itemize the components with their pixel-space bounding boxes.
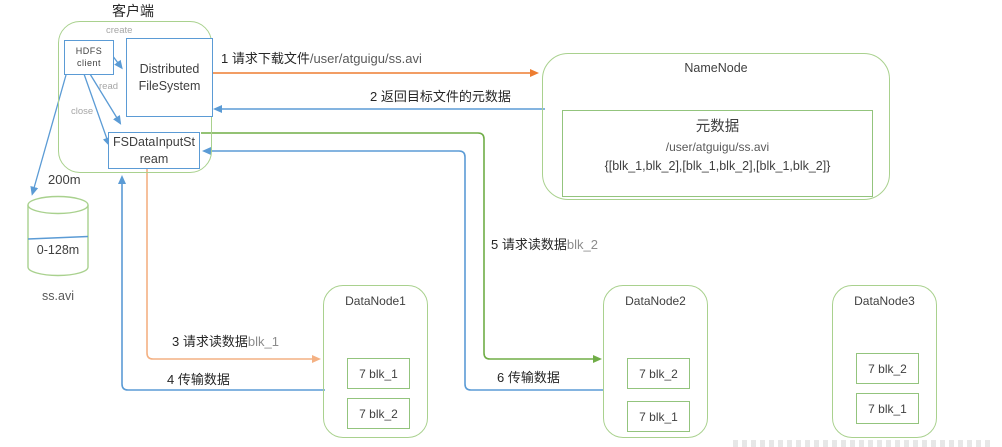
metadata-box: 元数据 /user/atguigu/ss.avi {[blk_1,blk_2],… <box>562 110 873 197</box>
datanode2-block-2: 7 blk_1 <box>627 401 690 432</box>
datanode2-container: DataNode2 7 blk_2 7 blk_1 <box>603 285 708 438</box>
datanode1-block-1: 7 blk_1 <box>347 358 410 389</box>
read-label: read <box>99 81 119 92</box>
distributed-filesystem-label: Distributed FileSystem <box>138 62 201 93</box>
metadata-title: 元数据 <box>695 119 740 135</box>
flow-label-2-zh: 2 返回目标文件的元数据 <box>370 89 511 104</box>
datanode1-title: DataNode1 <box>345 294 406 308</box>
flow-label-5-en: blk_2 <box>566 237 598 252</box>
file-size-label: 200m <box>48 172 81 187</box>
flow-label-3-zh: 3 请求读数据 <box>172 334 248 349</box>
arrow-to-local-file <box>30 74 67 196</box>
datanode3-container: DataNode3 7 blk_2 7 blk_1 <box>832 285 937 438</box>
flow-label-1: 1 请求下载文件/user/atguigu/ss.avi <box>221 48 422 67</box>
flow-label-1-en: /user/atguigu/ss.avi <box>309 51 422 66</box>
flow-label-1-zh: 1 请求下载文件 <box>221 51 310 66</box>
fsdatainputstream-label: FSDataInputStream <box>113 135 195 166</box>
arrow-5-read-blk2 <box>201 132 602 363</box>
arrow-read <box>89 73 122 125</box>
arrow-close <box>83 73 111 147</box>
datanode3-title: DataNode3 <box>854 294 915 308</box>
flow-label-3: 3 请求读数据blk_1 <box>172 331 279 350</box>
block-range-label: 0-128m <box>36 243 80 257</box>
metadata-block-list: {[blk_1,blk_2],[blk_1,blk_2],[blk_1,blk_… <box>604 159 831 173</box>
hdfs-client-box: HDFS client <box>64 40 114 75</box>
file-cylinder <box>27 195 89 277</box>
block-split-line <box>27 235 89 240</box>
hdfs-client-label-line1: HDFS <box>75 45 103 56</box>
arrow-6-transfer-data <box>202 147 604 391</box>
flow-label-4-zh: 4 传输数据 <box>167 372 230 387</box>
datanode3-block-2: 7 blk_1 <box>856 393 919 424</box>
flow-label-6-zh: 6 传输数据 <box>497 370 560 385</box>
datanode1-container: DataNode1 7 blk_1 7 blk_2 <box>323 285 428 438</box>
watermark <box>733 440 993 447</box>
distributed-filesystem-box: Distributed FileSystem <box>126 38 213 117</box>
fsdatainputstream-box: FSDataInputStream <box>108 132 200 169</box>
datanode3-block-1: 7 blk_2 <box>856 353 919 384</box>
create-label: create <box>106 25 133 36</box>
arrow-3-read-blk1 <box>146 169 321 363</box>
flow-label-3-en: blk_1 <box>247 334 279 349</box>
datanode2-block-1: 7 blk_2 <box>627 358 690 389</box>
flow-label-5-zh: 5 请求读数据 <box>491 237 567 252</box>
flow-label-6: 6 传输数据 <box>497 367 560 386</box>
client-title: 客户端 <box>112 3 154 19</box>
arrow-4-transfer-data <box>118 175 325 391</box>
close-label: close <box>71 106 94 117</box>
namenode-container: NameNode <box>542 53 890 200</box>
flow-label-5: 5 请求读数据blk_2 <box>491 234 598 253</box>
namenode-title: NameNode <box>684 61 748 75</box>
flow-label-2: 2 返回目标文件的元数据 <box>370 86 511 105</box>
datanode2-title: DataNode2 <box>625 294 686 308</box>
flow-label-4: 4 传输数据 <box>167 369 230 388</box>
metadata-file-path: /user/atguigu/ss.avi <box>665 140 770 154</box>
datanode1-block-2: 7 blk_2 <box>347 398 410 429</box>
file-name-label: ss.avi <box>42 289 74 303</box>
hdfs-client-label-line2: client <box>76 57 101 68</box>
